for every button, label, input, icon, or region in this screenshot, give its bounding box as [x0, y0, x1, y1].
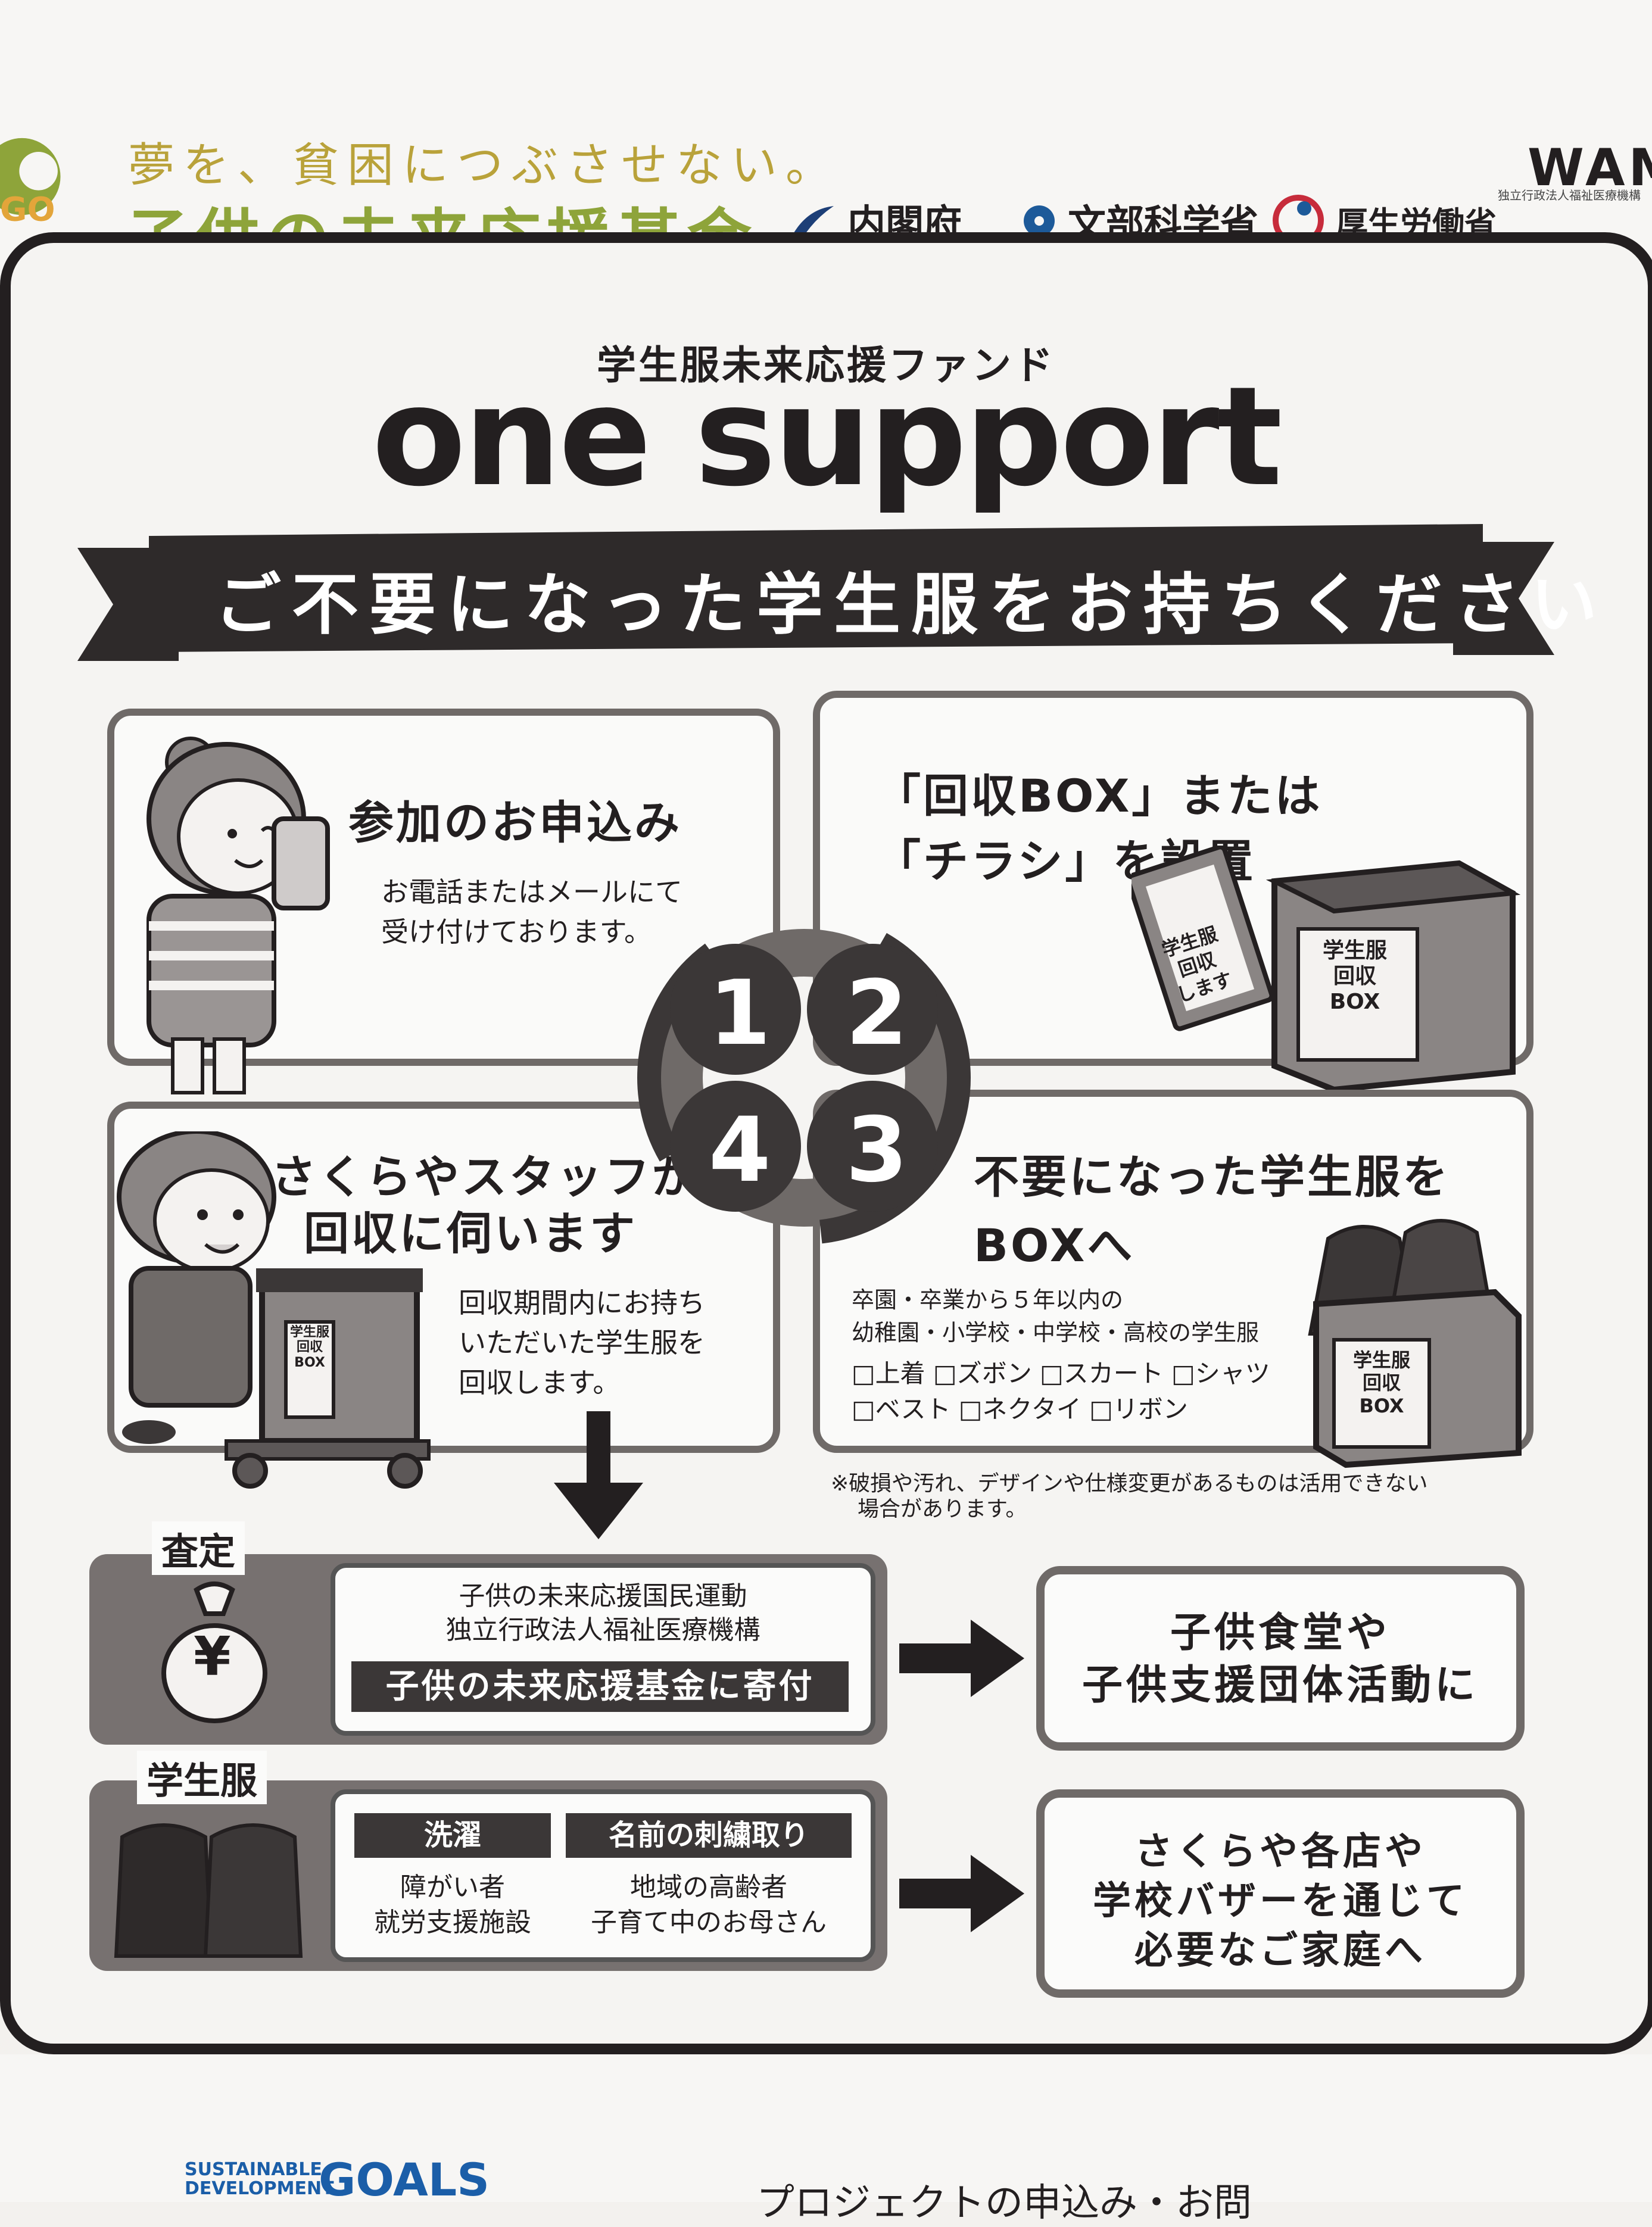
step-3-text-1: 卒園・卒業から５年以内の: [852, 1287, 1124, 1313]
box-label: 学生服 回収 BOX: [1337, 1349, 1426, 1417]
mext-icon: [1024, 205, 1055, 236]
step-4-text-1: 回収期間内にお持ち: [459, 1287, 705, 1319]
subtitle: 学生服未来応援ファンド: [597, 342, 1055, 388]
step-1-text-2: 受け付けております。: [381, 916, 652, 948]
wash-line: 就労支援施設: [374, 1907, 531, 1938]
step-3-title-2: BOXへ: [974, 1219, 1135, 1272]
step-number-2: 2: [846, 962, 908, 1065]
uniform-tag: 学生服: [137, 1751, 267, 1804]
wash-label: 洗濯: [354, 1813, 551, 1858]
box-label: 学生服 回収 BOX: [1301, 938, 1408, 1015]
uniform-box-illustration: [1308, 1219, 1522, 1468]
slogan: 夢を、貧困につぶさせない。: [128, 139, 841, 192]
note: ※破損や汚れ、デザインや仕様変更があるものは活用できない 場合があります。: [831, 1471, 1428, 1522]
dest-line: 必要なご家庭へ: [1134, 1929, 1426, 1973]
assess-line: 子供の未来応援国民運動: [459, 1581, 747, 1611]
dest-line: 子供食堂や: [1170, 1610, 1391, 1657]
assess-lines: 子供の未来応援国民運動 独立行政法人福祉医療機構: [331, 1579, 875, 1647]
collection-box-illustration: [1266, 860, 1521, 1093]
step-4-text-2: いただいた学生服を: [459, 1327, 705, 1359]
fund-logo-icon: GO: [0, 138, 61, 229]
wam-logo: WAM: [1528, 138, 1652, 198]
wash-lines: 障がい者 就労支援施設: [354, 1870, 551, 1941]
dest-line: さくらや各店や: [1134, 1830, 1426, 1874]
cycle-ring: [637, 911, 971, 1244]
note-line: 場合があります。: [858, 1497, 1027, 1522]
embroidery-label: 名前の刺繍取り: [566, 1813, 852, 1858]
uniform-destination: さくらや各店や 学校バザーを通じて 必要なご家庭へ: [1036, 1789, 1525, 1998]
box-label-line: 回収: [296, 1340, 323, 1355]
yen-symbol: ¥: [194, 1626, 231, 1688]
step-number-4: 4: [709, 1099, 771, 1202]
embroidery-line: 地域の高齢者: [630, 1872, 787, 1902]
box-label-line: 学生服: [1352, 1349, 1410, 1371]
sdg-goals-logo: GOALS: [319, 2153, 490, 2206]
assess-tag: 査定: [152, 1521, 245, 1575]
assess-line: 独立行政法人福祉医療機構: [445, 1615, 760, 1646]
box-label-line: 学生服: [1322, 938, 1387, 963]
banner-text: ご不要になった学生服をお持ちください: [214, 566, 1608, 644]
step-number-3: 3: [846, 1099, 908, 1202]
step-4-title-2: 回収に伺います: [304, 1207, 637, 1260]
embroidery-line: 子育て中のお母さん: [591, 1907, 827, 1938]
step-number-1: 1: [709, 962, 771, 1065]
cabinet-office-icon: [792, 206, 834, 236]
main-title: one support: [372, 358, 1282, 517]
wam-subtitle: 独立行政法人福祉医療機構: [1498, 188, 1641, 202]
sdg-line: DEVELOPMENT: [185, 2178, 334, 2199]
money-bag-icon: [161, 1582, 267, 1723]
step-4-title-1: さくらやスタッフが: [271, 1150, 700, 1203]
assess-donate-bar: 子供の未来応援基金に寄付: [351, 1661, 849, 1712]
banner-ribbon: [77, 524, 1554, 661]
step-1-text-1: お電話またはメールにて: [381, 876, 682, 908]
uniforms-illustration: [114, 1823, 303, 1958]
embroidery-lines: 地域の高齢者 子育て中のお母さん: [566, 1870, 852, 1941]
sdg-small-text: SUSTAINABLE DEVELOPMENT: [185, 2160, 334, 2198]
step-1-title: 参加のお申込み: [348, 796, 682, 849]
sdg-line: SUSTAINABLE: [185, 2159, 322, 2180]
assess-destination: 子供食堂や 子供支援団体活動に: [1036, 1566, 1525, 1751]
box-label-line: 回収: [1333, 964, 1376, 989]
note-line: ※破損や汚れ、デザインや仕様変更があるものは活用できない: [831, 1471, 1428, 1496]
footer-text: プロジェクトの申込み・お問: [756, 2181, 1252, 2225]
step-3-title-1: 不要になった学生服を: [974, 1150, 1450, 1203]
step-4-text-3: 回収します。: [459, 1367, 621, 1399]
flyer-illustration: [1132, 846, 1274, 1031]
cart-box-label: 学生服 回収 BOX: [289, 1325, 331, 1370]
wash-line: 障がい者: [400, 1872, 505, 1902]
step-3-items-1: □上着 □ズボン □スカート □シャツ: [852, 1359, 1270, 1388]
down-arrow-icon: [554, 1411, 643, 1539]
svg-text:GO: GO: [0, 191, 55, 229]
box-label-line: BOX: [1359, 1394, 1404, 1417]
right-arrow-icon: [899, 1620, 1024, 1697]
step-2-title-1: 「回収BOX」または: [875, 769, 1323, 822]
woman-phone-illustration: [147, 737, 330, 1094]
box-label-line: BOX: [1329, 990, 1380, 1015]
dest-line: 子供支援団体活動に: [1081, 1662, 1479, 1710]
dest-line: 学校バザーを通じて: [1093, 1879, 1468, 1924]
step-3-items-2: □ベスト □ネクタイ □リボン: [852, 1395, 1188, 1424]
footer: [0, 2054, 1652, 2202]
staff-cart-illustration: [117, 1131, 431, 1489]
box-label-line: 回収: [1362, 1371, 1401, 1395]
right-arrow-icon: [899, 1855, 1024, 1932]
box-label-line: 学生服: [289, 1325, 329, 1340]
step-3-text-2: 幼稚園・小学校・中学校・高校の学生服: [852, 1320, 1260, 1346]
box-label-line: BOX: [294, 1355, 325, 1370]
